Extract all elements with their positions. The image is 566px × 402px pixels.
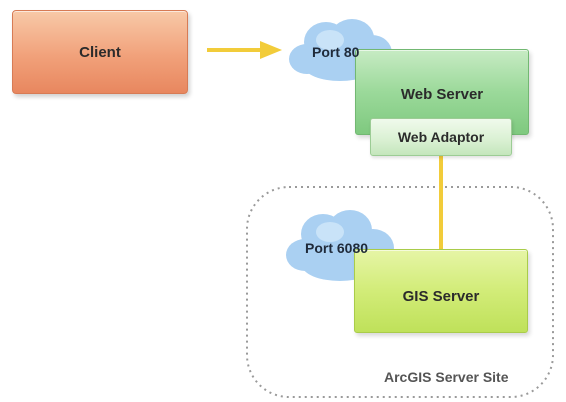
server-site-label: ArcGIS Server Site [384,369,509,385]
web-server-label: Web Server [400,85,484,103]
client-node: Client [12,10,188,94]
port-6080-label: Port 6080 [305,240,369,256]
client-label: Client [79,43,121,61]
web-adaptor-label: Web Adaptor [397,129,485,145]
gis-server-node: GIS Server [354,249,528,333]
gis-server-label: GIS Server [402,287,480,305]
web-adaptor-node: Web Adaptor [370,118,512,156]
client-arrow-head [260,41,282,59]
port-80-label: Port 80 [312,44,360,60]
